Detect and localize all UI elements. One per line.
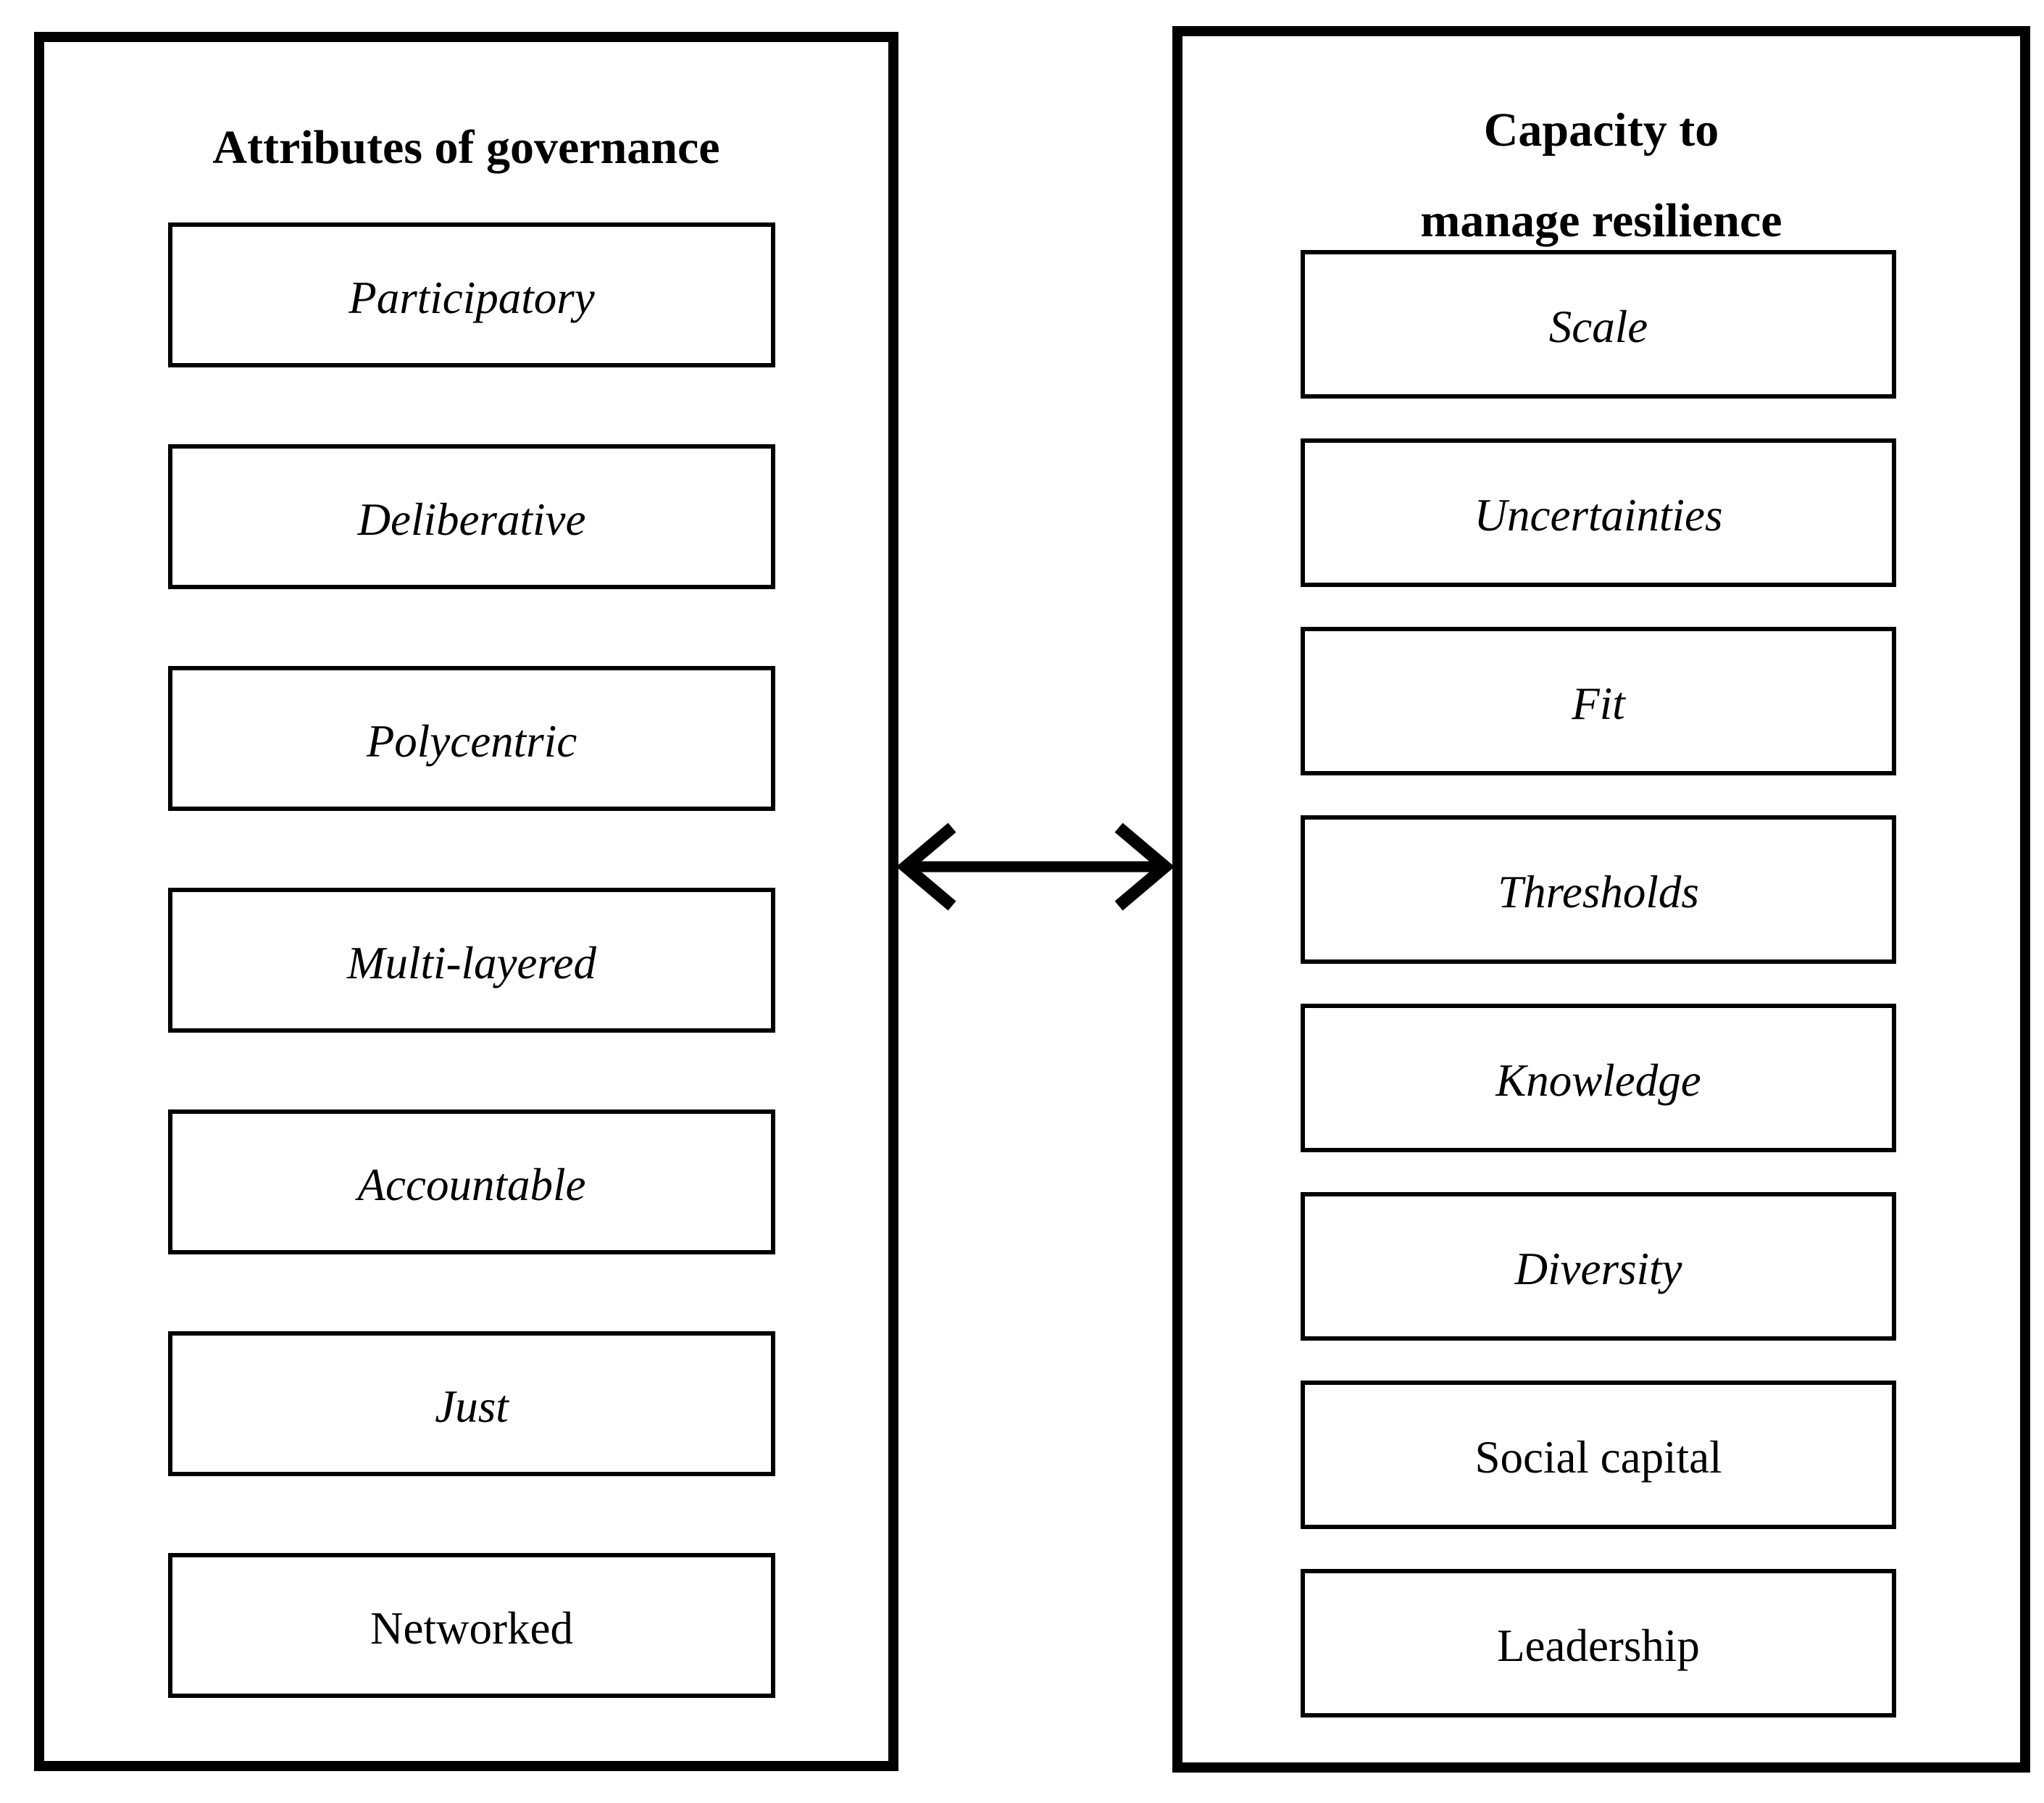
box-scale: Scale xyxy=(1301,250,1896,399)
box-leadership: Leadership xyxy=(1301,1569,1896,1717)
box-thresholds: Thresholds xyxy=(1301,815,1896,964)
box-knowledge: Knowledge xyxy=(1301,1004,1896,1152)
box-networked: Networked xyxy=(168,1553,775,1698)
box-participatory: Participatory xyxy=(168,222,775,367)
double-arrow-icon xyxy=(898,804,1172,929)
box-social-capital: Social capital xyxy=(1301,1381,1896,1529)
box-accountable: Accountable xyxy=(168,1109,775,1254)
box-just: Just xyxy=(168,1331,775,1476)
box-multi-layered: Multi-layered xyxy=(168,888,775,1033)
left-panel-title: Attributes of governance xyxy=(212,120,720,174)
panel-capacity-to-manage-resilience: Capacity to manage resilience Scale Unce… xyxy=(1172,26,2030,1773)
box-uncertainties: Uncertainties xyxy=(1301,438,1896,587)
box-diversity: Diversity xyxy=(1301,1192,1896,1341)
panel-attributes-of-governance: Attributes of governance Participatory D… xyxy=(34,32,898,1771)
box-deliberative: Deliberative xyxy=(168,444,775,589)
box-polycentric: Polycentric xyxy=(168,666,775,811)
box-fit: Fit xyxy=(1301,627,1896,775)
right-panel-title: Capacity to manage resilience xyxy=(1420,103,1782,248)
